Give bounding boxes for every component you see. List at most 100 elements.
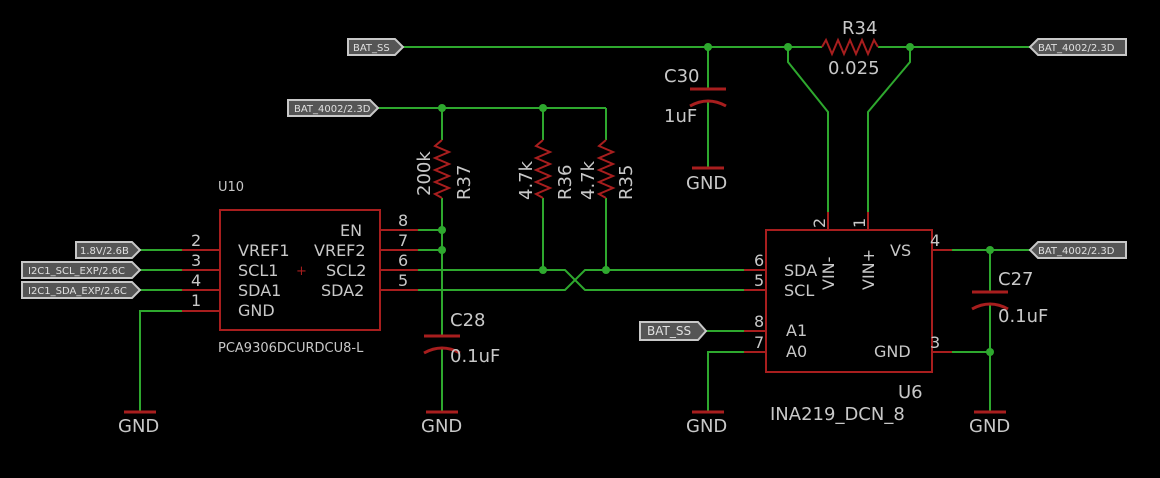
pin-label-vref2: VREF2 bbox=[314, 241, 366, 260]
junction-top-r34l bbox=[784, 43, 792, 51]
component-part: PCA9306DCURDCU8-L bbox=[218, 341, 364, 356]
resistor-r37[interactable]: 200k R37 bbox=[414, 139, 475, 200]
wire-sda-net bbox=[418, 269, 744, 291]
pin-number-6: 6 bbox=[754, 251, 764, 270]
junction-top-c30 bbox=[704, 43, 712, 51]
ic-right-pins bbox=[932, 249, 952, 353]
pin-label-en: EN bbox=[340, 221, 362, 240]
pin-label-vin-plus: VIN+ bbox=[859, 249, 878, 290]
ic-u6[interactable]: U6 INA219_DCN_8 SDA SCL A1 A0 VS GND VIN… bbox=[744, 212, 952, 425]
ic-body bbox=[765, 229, 933, 373]
junction-r37 bbox=[438, 104, 446, 112]
component-value: 1uF bbox=[664, 106, 697, 127]
junction-u6gnd bbox=[986, 348, 994, 356]
net-label-scl[interactable]: I2C1_SCL_EXP/2.6C bbox=[21, 261, 142, 279]
capacitor-plate-bottom bbox=[689, 99, 727, 108]
ic-left-pins bbox=[744, 269, 766, 353]
resistor-symbol bbox=[533, 139, 553, 199]
net-label-bat-ss-top[interactable]: BAT_SS bbox=[347, 38, 405, 56]
capacitor-plate-bottom bbox=[971, 302, 1009, 311]
component-value: 4.7k bbox=[516, 160, 537, 200]
net-label-text: 1.8V/2.6B bbox=[80, 246, 129, 257]
net-label-text: I2C1_SCL_EXP/2.6C bbox=[28, 266, 125, 277]
pin-number-5: 5 bbox=[754, 271, 764, 290]
resistor-symbol bbox=[596, 139, 616, 199]
ground-symbol-c28: GND bbox=[421, 410, 462, 437]
component-name: R36 bbox=[555, 165, 576, 200]
pin-number-5: 5 bbox=[398, 271, 408, 290]
resistor-r36[interactable]: 4.7k R36 bbox=[516, 139, 576, 200]
net-label-bat-4002-left[interactable]: BAT_4002/2.3D bbox=[287, 99, 380, 117]
capacitor-c30[interactable]: C30 1uF bbox=[664, 66, 727, 127]
component-name: R34 bbox=[842, 18, 877, 39]
pin-number-7: 7 bbox=[398, 231, 408, 250]
net-label-text: BAT_SS bbox=[353, 43, 390, 54]
ground-label: GND bbox=[686, 173, 727, 194]
ground-symbol-u6: GND bbox=[686, 410, 727, 437]
component-name: U10 bbox=[218, 180, 244, 195]
capacitor-plate-bottom bbox=[423, 346, 461, 355]
pin-number-6: 6 bbox=[398, 251, 408, 270]
pin-label-a0: A0 bbox=[786, 342, 807, 361]
pin-number-4: 4 bbox=[191, 271, 201, 290]
net-label-text: BAT_4002/2.3D bbox=[1038, 43, 1115, 54]
junction-sda bbox=[602, 266, 610, 274]
pin-number-4: 4 bbox=[930, 231, 940, 250]
pin-label-vref1: VREF1 bbox=[238, 241, 290, 260]
resistor-symbol bbox=[821, 37, 879, 57]
pin-number-8: 8 bbox=[398, 211, 408, 230]
pin-label-vin-minus: VIN- bbox=[819, 257, 838, 290]
component-name: R37 bbox=[454, 165, 475, 200]
component-name: U6 bbox=[898, 382, 923, 403]
ground-symbol-c27: GND bbox=[969, 410, 1010, 437]
component-value: 0.025 bbox=[828, 58, 880, 79]
pin-label-gnd: GND bbox=[238, 301, 275, 320]
net-label-text: I2C1_SDA_EXP/2.6C bbox=[28, 286, 127, 297]
net-label-text: BAT_SS bbox=[647, 324, 691, 338]
ground-label: GND bbox=[969, 416, 1010, 437]
resistor-r35[interactable]: 4.7k R35 bbox=[578, 139, 637, 200]
net-label-bat-4002-top[interactable]: BAT_4002/2.3D bbox=[1028, 38, 1127, 56]
pin-number-8: 8 bbox=[754, 312, 764, 331]
pin-number-3: 3 bbox=[930, 333, 940, 352]
component-value: 0.1uF bbox=[450, 346, 500, 367]
net-label-bat-4002-right[interactable]: BAT_4002/2.3D bbox=[1028, 241, 1127, 259]
ground-label: GND bbox=[118, 416, 159, 437]
ic-u10[interactable]: U10 PCA9306DCURDCU8-L + VREF1 SCL1 SDA1 … bbox=[182, 180, 418, 356]
pin-label-sda2: SDA2 bbox=[321, 281, 364, 300]
pin-number-2: 2 bbox=[810, 218, 829, 228]
capacitor-c28[interactable]: C28 0.1uF bbox=[423, 310, 500, 367]
pin-label-sda: SDA bbox=[784, 261, 817, 280]
pin-label-sda1: SDA1 bbox=[238, 281, 281, 300]
junctions bbox=[438, 43, 994, 356]
ic-top-pins bbox=[827, 212, 869, 230]
capacitor-c27[interactable]: C27 0.1uF bbox=[971, 269, 1048, 327]
resistor-symbol bbox=[432, 139, 452, 199]
wire-shunt-left bbox=[787, 47, 829, 230]
pin-number-1: 1 bbox=[191, 291, 201, 310]
wire-u10-gnd bbox=[139, 310, 182, 412]
ground-label: GND bbox=[686, 416, 727, 437]
wire-shunt-right bbox=[867, 47, 911, 230]
pin-number-3: 3 bbox=[191, 251, 201, 270]
ic-left-pins bbox=[182, 249, 220, 312]
pin-label-vs: VS bbox=[890, 241, 911, 260]
resistor-r34[interactable]: R34 0.025 bbox=[821, 18, 880, 79]
pin-label-a1: A1 bbox=[786, 321, 807, 340]
component-name: C28 bbox=[450, 310, 485, 331]
junction-top-r34r bbox=[906, 43, 914, 51]
pin-label-scl: SCL bbox=[784, 281, 814, 300]
component-name: C27 bbox=[998, 269, 1033, 290]
component-name: R35 bbox=[616, 165, 637, 200]
net-label-v18[interactable]: 1.8V/2.6B bbox=[75, 241, 142, 259]
pin-number-1: 1 bbox=[850, 218, 869, 228]
ground-symbol-u10: GND bbox=[118, 410, 159, 437]
net-label-bat-ss-mid[interactable]: BAT_SS bbox=[639, 321, 708, 341]
junction-scl bbox=[539, 266, 547, 274]
pin-label-scl1: SCL1 bbox=[238, 261, 278, 280]
polarity-marker: + bbox=[296, 264, 307, 279]
component-part: INA219_DCN_8 bbox=[770, 404, 905, 425]
junction-vref2 bbox=[438, 246, 446, 254]
net-label-sda[interactable]: I2C1_SDA_EXP/2.6C bbox=[21, 281, 142, 299]
